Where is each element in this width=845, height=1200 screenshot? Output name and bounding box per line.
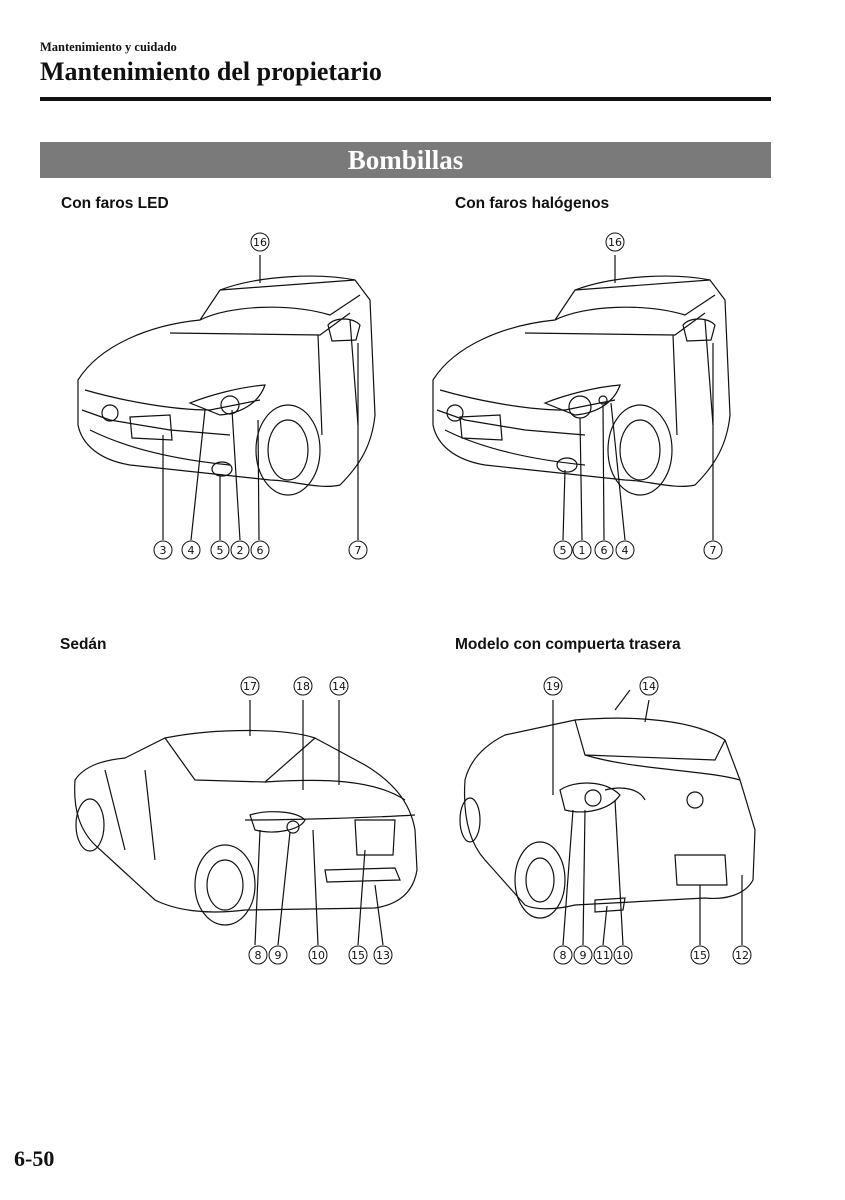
topic-banner: Bombillas [40, 142, 771, 178]
hatch-callout: 10 [616, 949, 630, 962]
hatch-callout: 11 [596, 949, 610, 962]
sedan-callout-top: 17 [243, 680, 257, 693]
sedan-callout: 15 [351, 949, 365, 962]
hatch-callout-top: 14 [642, 680, 656, 693]
led-front-car-figure: 16 3 4 5 2 6 7 [60, 225, 400, 570]
hatch-callout: 8 [560, 949, 567, 962]
halogen-callout: 7 [710, 544, 717, 557]
hatch-callout: 15 [693, 949, 707, 962]
hatch-rear-car-figure: 19 14 8 9 11 10 15 12 [455, 670, 765, 970]
halogen-callout: 6 [601, 544, 608, 557]
sedan-callout-top: 14 [332, 680, 346, 693]
sedan-callout: 13 [376, 949, 390, 962]
led-callout: 7 [355, 544, 362, 557]
sedan-callout: 9 [275, 949, 282, 962]
hatch-callout: 12 [735, 949, 749, 962]
halogen-callout: 1 [579, 544, 586, 557]
halogen-callout: 4 [622, 544, 629, 557]
sedan-callout: 8 [255, 949, 262, 962]
section-heading: Mantenimiento y cuidado [40, 40, 177, 54]
led-callout: 5 [217, 544, 224, 557]
led-callout: 3 [160, 544, 167, 557]
sedan-callout-top: 18 [296, 680, 310, 693]
led-callout: 6 [257, 544, 264, 557]
page-title: Mantenimiento del propietario [40, 57, 382, 86]
sedan-callout: 10 [311, 949, 325, 962]
sedan-figure-label: Sedán [60, 636, 107, 653]
led-callout: 4 [188, 544, 195, 557]
sedan-rear-car-figure: 17 18 14 8 9 10 15 13 [65, 670, 425, 970]
led-callout-top: 16 [253, 236, 267, 249]
led-figure-label: Con faros LED [61, 195, 169, 212]
halogen-figure-label: Con faros halógenos [455, 195, 610, 212]
page-number: 6-50 [14, 1146, 55, 1171]
title-divider [40, 97, 771, 101]
halogen-front-car-figure: 16 5 1 6 4 7 [415, 225, 755, 570]
led-callout: 2 [237, 544, 244, 557]
halogen-callout: 5 [560, 544, 567, 557]
hatch-callout: 9 [580, 949, 587, 962]
halogen-callout-top: 16 [608, 236, 622, 249]
hatch-figure-label: Modelo con compuerta trasera [455, 636, 681, 653]
hatch-callout-top: 19 [546, 680, 560, 693]
